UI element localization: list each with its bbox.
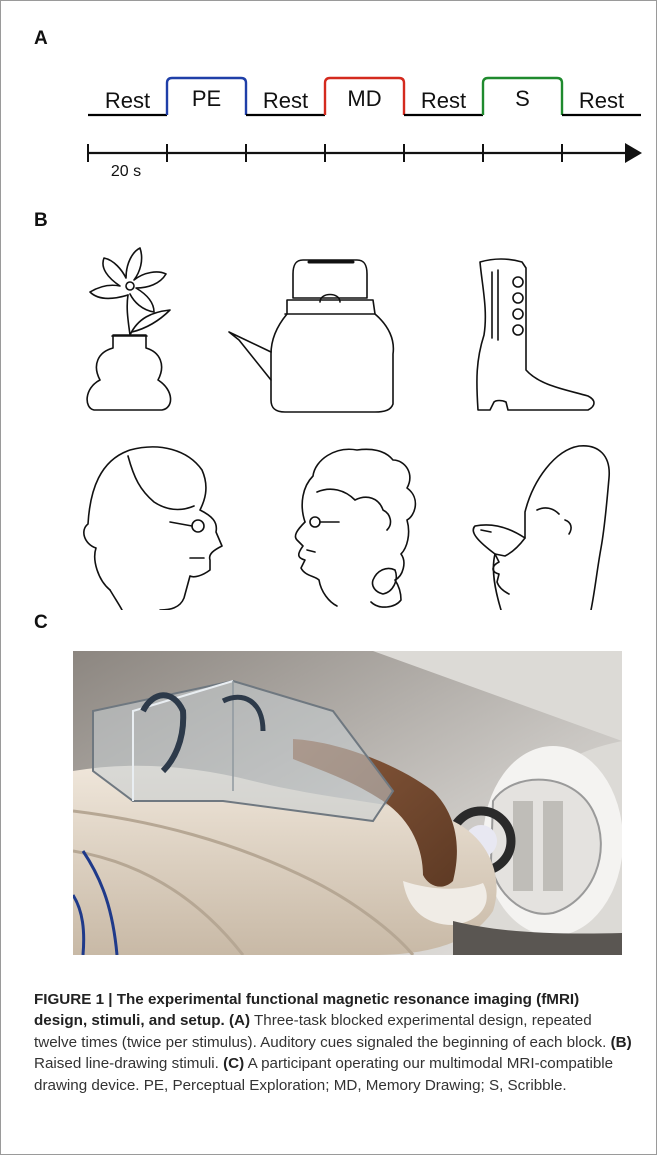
block-3-label: MD xyxy=(347,86,381,111)
caption-c-label: (C) xyxy=(223,1055,244,1072)
caption-b-text: Raised line-drawing stimuli. xyxy=(34,1055,219,1072)
block-6-label: Rest xyxy=(579,88,624,113)
face-bald-drawing xyxy=(473,446,609,610)
kettle-drawing xyxy=(229,260,393,412)
panel-label-b: B xyxy=(34,210,48,232)
block-design-timeline: Rest PE Rest MD Rest S Rest 20 s xyxy=(80,70,650,185)
block-4-label: Rest xyxy=(421,88,466,113)
participant-photo xyxy=(73,651,622,955)
block-0-label: Rest xyxy=(105,88,150,113)
time-axis-arrowhead xyxy=(625,143,642,163)
block-2-label: Rest xyxy=(263,88,308,113)
time-axis: 20 s xyxy=(88,143,642,180)
caption-b-label: (B) xyxy=(611,1034,632,1051)
block-5-label: S xyxy=(515,86,530,111)
figure-caption: FIGURE 1 | The experimental functional m… xyxy=(34,989,634,1096)
flower-vase-drawing xyxy=(87,248,170,410)
duration-label: 20 s xyxy=(111,163,141,180)
boot-drawing xyxy=(477,259,594,410)
panel-label-c: C xyxy=(34,612,48,634)
block-1-label: PE xyxy=(192,86,221,111)
panel-label-a: A xyxy=(34,28,48,50)
face-glasses-drawing xyxy=(84,447,222,610)
face-curly-hair-drawing xyxy=(295,449,415,607)
caption-a-label: (A) xyxy=(229,1012,250,1029)
line-drawing-stimuli xyxy=(60,240,620,610)
